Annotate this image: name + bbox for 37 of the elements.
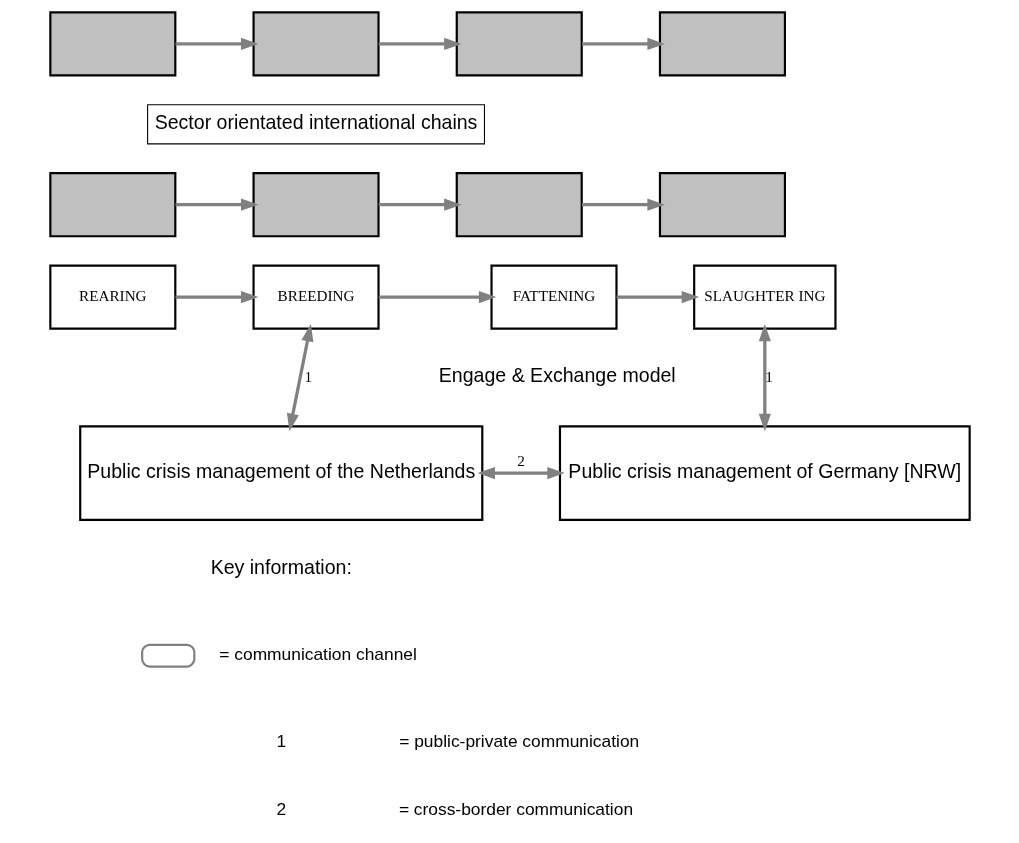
arrow [175, 198, 258, 211]
edge-label: 1 [764, 367, 773, 385]
arrow [175, 291, 258, 304]
node-box [48, 172, 176, 238]
node-box: Public crisis management of the Netherlands [78, 425, 483, 521]
node-box [658, 11, 786, 77]
node-box: SLAUGHTER ING [692, 264, 837, 330]
node-box: FATTENING [489, 264, 618, 330]
arrow [378, 37, 462, 50]
arrow [286, 324, 313, 432]
arrow [378, 291, 496, 304]
label: Key information: [210, 555, 352, 578]
label: Engage & Exchange model [438, 364, 676, 387]
legend-label: = communication channel [218, 643, 417, 664]
node-box [455, 172, 583, 238]
arrow [477, 467, 565, 480]
arrow [616, 291, 699, 304]
node-box [251, 11, 380, 77]
node-box [48, 11, 176, 77]
arrow [175, 37, 258, 50]
node-box: Public crisis management of Germany [NRW] [558, 425, 971, 521]
edge-label: 2 [516, 451, 525, 469]
arrow [581, 37, 665, 50]
node-box [455, 11, 583, 77]
node-box: BREEDING [251, 264, 380, 330]
label: = public-private communication [398, 730, 639, 751]
label: 2 [275, 799, 286, 820]
edge-label: 1 [304, 367, 312, 385]
node-box [251, 172, 380, 238]
arrow [581, 198, 665, 211]
arrow [378, 198, 462, 211]
node-box: REARING [48, 264, 176, 330]
label: = cross-border communication [398, 799, 633, 820]
arrow [758, 323, 771, 432]
node-box: Sector orientated international chains [146, 104, 485, 145]
label: 1 [275, 730, 286, 751]
node-box [658, 172, 786, 238]
